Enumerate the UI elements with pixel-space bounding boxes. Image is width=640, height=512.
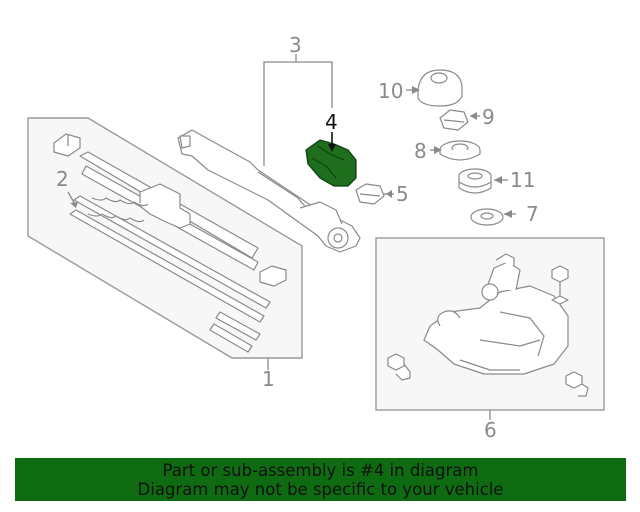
callout-3[interactable]: 3: [289, 33, 302, 57]
callout-8[interactable]: 8: [414, 139, 427, 163]
callout-10[interactable]: 10: [378, 79, 403, 103]
callout-7[interactable]: 7: [526, 202, 539, 226]
washer-7[interactable]: [470, 208, 504, 226]
pivot-cap[interactable]: [417, 69, 463, 107]
callout-4[interactable]: 4: [325, 110, 338, 134]
washer-8[interactable]: [439, 140, 481, 161]
nut-5[interactable]: [355, 183, 385, 205]
callout-9[interactable]: 9: [482, 105, 495, 129]
wiper-arm-cap-highlighted[interactable]: [305, 139, 357, 187]
wiper-motor-panel[interactable]: [375, 237, 605, 411]
banner-line-1: Part or sub-assembly is #4 in diagram: [162, 461, 479, 480]
callout-11[interactable]: 11: [510, 168, 535, 192]
callout-5[interactable]: 5: [396, 182, 409, 206]
leader-3: [263, 61, 333, 166]
wiper-arm[interactable]: [177, 129, 361, 253]
callout-1[interactable]: 1: [262, 367, 275, 391]
callout-2[interactable]: 2: [56, 167, 69, 191]
wiper-blade-panel[interactable]: [27, 117, 303, 359]
callout-6[interactable]: 6: [484, 418, 497, 442]
banner-line-2: Diagram may not be specific to your vehi…: [137, 480, 504, 499]
nut-9[interactable]: [439, 109, 469, 131]
notice-banner: Part or sub-assembly is #4 in diagram Di…: [15, 458, 626, 501]
grommet-11[interactable]: [458, 168, 492, 194]
